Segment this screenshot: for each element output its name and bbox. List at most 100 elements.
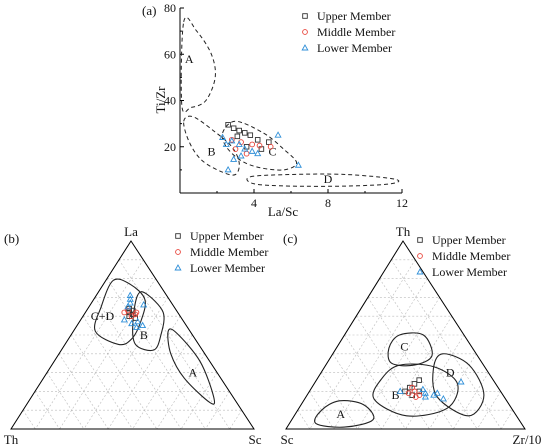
panel-a-point-upper — [241, 130, 248, 136]
panel-a-point-lower — [274, 131, 282, 138]
legend-marker-upper — [302, 13, 308, 19]
panel-c-gridline — [405, 334, 465, 430]
panel-a-y-tick-label: 40 — [164, 94, 176, 108]
panel-a-label: (a) — [142, 3, 156, 18]
panel-c-gridline — [309, 391, 335, 430]
panel-a-point-lower — [237, 152, 245, 159]
panel-b-point-lower — [140, 300, 148, 308]
panel-a-point-lower — [235, 140, 243, 147]
panel-c-point-lower — [439, 394, 447, 402]
legend-marker-middle — [417, 253, 423, 259]
panel-b-vertex-top: La — [124, 224, 138, 239]
panel-a-point-lower — [222, 140, 230, 147]
panel-a-point-middle — [243, 150, 250, 157]
panel-b-triangle — [10, 240, 255, 430]
panel-c-point-lower — [419, 385, 427, 392]
panel-a-x-tick-label: 4 — [251, 196, 257, 210]
panel-c-vertex-top: Th — [396, 224, 411, 239]
legend-label-lower: Lower Member — [190, 261, 265, 275]
panel-b-field-label: B — [140, 328, 148, 342]
panel-b-fields: C+DBA — [91, 278, 216, 405]
legend-marker-lower — [301, 44, 309, 51]
panel-c-point-lower — [430, 391, 438, 398]
panel-b-gridline — [35, 259, 144, 430]
legend-marker-lower — [416, 268, 424, 275]
legend-marker-upper — [417, 237, 423, 243]
panel-a-point-upper — [247, 132, 254, 138]
panel-b-gridline — [229, 410, 242, 430]
panel-c-point-lower — [396, 387, 404, 394]
panel-a-point-lower — [230, 155, 238, 162]
panel-c-point-lower — [421, 393, 429, 400]
panel-c-field-label: D — [446, 366, 455, 380]
legend-marker-upper — [175, 233, 181, 239]
legend-label-upper: Upper Member — [317, 9, 391, 23]
legend-label-lower: Lower Member — [317, 41, 392, 55]
panel-c-gridline — [357, 297, 440, 430]
panel-c-gridline — [429, 353, 477, 430]
panel-c-gridline — [500, 410, 514, 430]
panel-c-point-middle — [412, 394, 419, 400]
panel-a-point-upper — [230, 125, 237, 131]
panel-b-point-lower — [120, 316, 128, 323]
panel-a-point-lower — [254, 149, 262, 157]
legend-label-middle: Middle Member — [317, 25, 395, 39]
panel-b-label: (b) — [4, 231, 19, 246]
legend-label-middle: Middle Member — [190, 245, 268, 259]
panel-b-point-lower — [126, 295, 134, 302]
panel-a-point-middle — [256, 142, 263, 149]
panel-a-field-D — [246, 173, 400, 187]
panel-b-gridline — [132, 334, 193, 430]
panel-a-x-tick-label: 8 — [325, 196, 331, 210]
panel-c-gridline — [367, 297, 454, 430]
panel-a-point-lower — [294, 161, 302, 168]
panel-c-field-label: B — [391, 388, 399, 402]
panel-c-field-C — [387, 332, 433, 367]
panel-b-gridline — [58, 353, 109, 430]
panel-b-point-lower — [134, 317, 142, 325]
panel-b-point-lower — [124, 302, 132, 310]
panel-b-point-lower — [139, 321, 147, 329]
panel-a-field-label: B — [207, 144, 215, 158]
panel-a-point-upper — [236, 127, 242, 134]
panel-c-point-middle — [411, 388, 418, 395]
panel-c-field-label: A — [336, 407, 345, 421]
panel-b-gridline — [46, 372, 85, 430]
panel-b-field-label: A — [188, 366, 197, 380]
panel-a-field-label: C — [268, 144, 276, 158]
panel-a-point-upper — [225, 122, 231, 128]
panel-a-point-lower — [248, 147, 256, 154]
panel-a-point-middle — [232, 146, 239, 152]
panel-b-field-B — [132, 291, 165, 352]
panel-a-point-middle — [267, 143, 274, 150]
panel-b-point-lower — [132, 323, 141, 330]
legend-label-middle: Middle Member — [432, 249, 510, 263]
panel-a-x-tick-label: 12 — [396, 196, 408, 210]
panel-b-field-A — [167, 328, 216, 405]
panel-a-point-lower — [218, 133, 227, 140]
panel-c-point-lower — [457, 378, 465, 385]
panel-b-point-lower — [128, 319, 136, 327]
panel-b-point-upper — [126, 313, 132, 319]
panel-c-gridline — [344, 334, 406, 430]
panel-c-gridline — [332, 353, 382, 430]
legend-label-upper: Upper Member — [190, 229, 264, 243]
panel-b-gridline — [118, 259, 230, 430]
legend-label-lower: Lower Member — [432, 265, 507, 279]
panel-c-points — [396, 377, 465, 402]
panel-c-label: (c) — [283, 231, 297, 246]
panel-a-field-C — [221, 120, 298, 171]
panel-c-point-upper — [406, 384, 413, 391]
panel-a-y-tick-label: 80 — [164, 1, 176, 15]
panel-a-field-label: D — [324, 172, 333, 186]
panel-a-xlabel: La/Sc — [268, 204, 299, 219]
panel-c-point-lower — [433, 389, 441, 396]
panel-b-gridline — [156, 353, 206, 430]
